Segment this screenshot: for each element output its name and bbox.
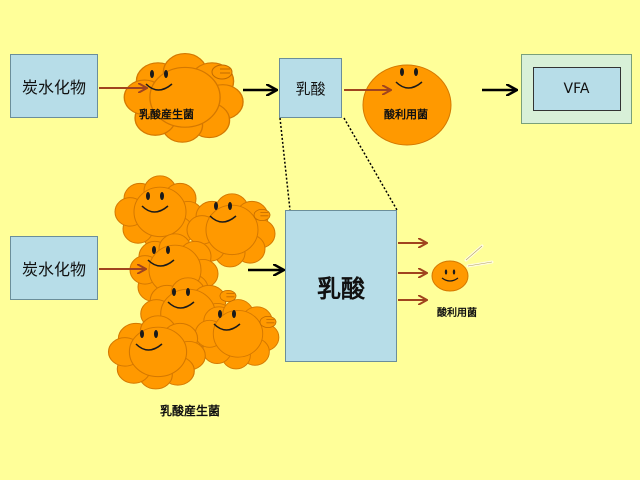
vfa-label: VFA <box>563 81 590 97</box>
carbohydrate-box-bottom: 炭水化物 <box>10 236 98 300</box>
lactate-box-bottom: 乳酸 <box>285 210 397 362</box>
acid-bacteria-label-bottom: 酸利用菌 <box>437 308 477 319</box>
lactate-box-top: 乳酸 <box>279 58 342 118</box>
vfa-inner-box: VFA <box>532 67 621 111</box>
lactate-label-bottom: 乳酸 <box>317 274 365 303</box>
acid-utilizing-bacteria-top <box>362 64 452 146</box>
lab-label-top: 乳酸産生菌 <box>139 108 194 121</box>
lactate-label-top: 乳酸 <box>295 79 326 98</box>
vfa-outer-box: VFA <box>521 54 632 124</box>
zoom-line-left <box>279 117 291 211</box>
lactic-acid-bacteria-cluster <box>107 175 280 390</box>
zoom-line-right <box>343 117 398 211</box>
acid-utilizing-bacteria-small <box>431 244 494 292</box>
carbohydrate-label-bottom: 炭水化物 <box>21 260 86 279</box>
acid-bacteria-label-top: 酸利用菌 <box>384 108 428 121</box>
carbohydrate-box-top: 炭水化物 <box>10 54 98 118</box>
lab-label-bottom: 乳酸産生菌 <box>160 404 221 418</box>
lactic-acid-bacteria-top <box>123 52 244 143</box>
carbohydrate-label-top: 炭水化物 <box>21 78 86 97</box>
